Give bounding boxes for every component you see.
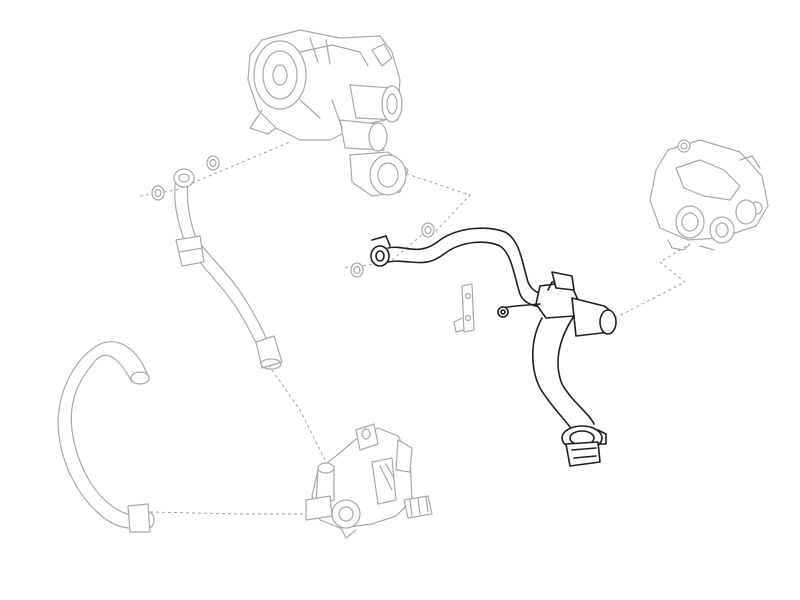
thermostat-housing [649, 139, 769, 251]
highlighted-coolant-hose [370, 227, 617, 467]
leader-lines [139, 141, 691, 515]
hose-clip [403, 495, 433, 519]
coolant-hose-upper-left [173, 168, 283, 370]
coolant-pump [305, 423, 413, 539]
turbocharger [247, 29, 409, 197]
sealing-washers [151, 155, 435, 278]
mounting-bracket [453, 283, 475, 333]
coolant-hose-lower-left [57, 341, 155, 533]
